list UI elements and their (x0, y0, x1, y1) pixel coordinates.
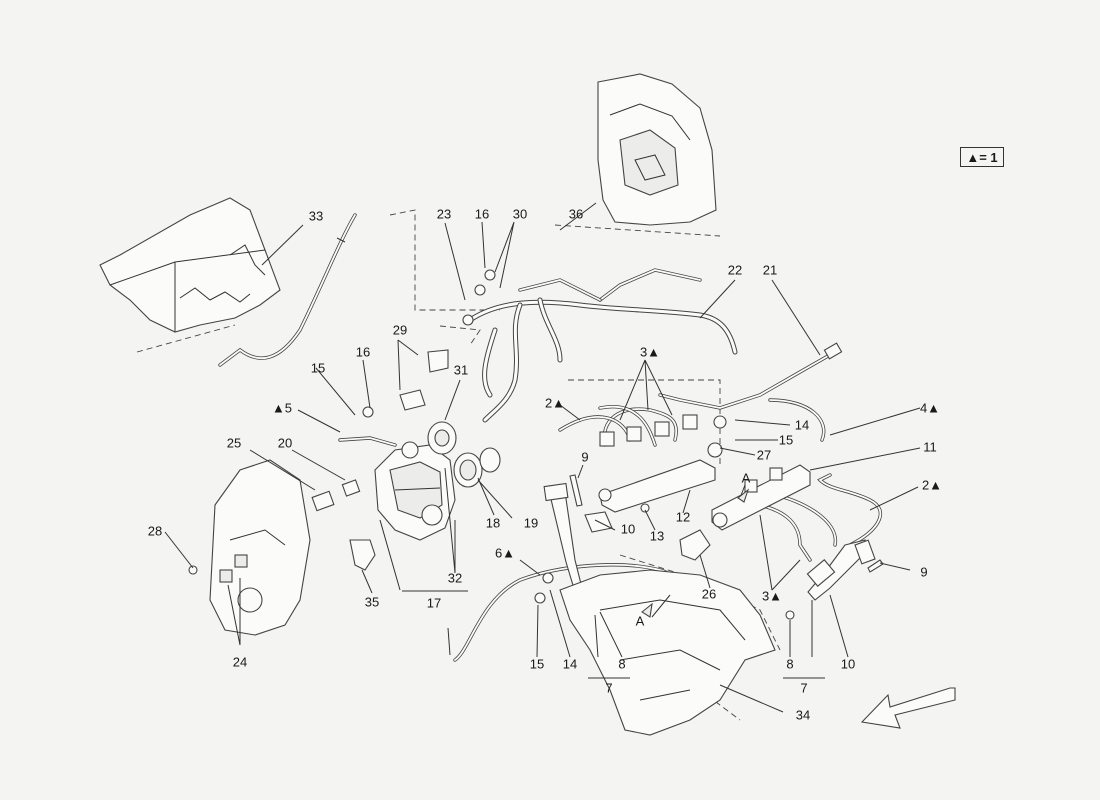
callout-23: 23 (436, 206, 452, 222)
callout-27: 27 (756, 447, 772, 463)
callout-9-right: 9 (920, 564, 928, 580)
callout-10-right: 10 (840, 656, 856, 672)
callout-21: 21 (762, 262, 778, 278)
callout-14-bottom: 14 (562, 656, 578, 672)
callout-9-left: 9 (581, 449, 589, 465)
callout-12: 12 (675, 509, 691, 525)
callout-13: 13 (649, 528, 665, 544)
callout-34: 34 (795, 707, 811, 723)
callout-16-mid: 16 (355, 344, 371, 360)
fuel-rail-part-12 (598, 414, 723, 513)
callout-11: 11 (923, 439, 937, 455)
callout-20: 20 (277, 435, 293, 451)
callout-22: 22 (727, 262, 743, 278)
callout-15-bottom: 15 (529, 656, 545, 672)
callout-8-left: 8 (618, 656, 626, 672)
fuel-rail-part-11 (711, 415, 811, 531)
callout-7-right: 7 (800, 680, 808, 696)
callout-10-left: 10 (620, 521, 636, 537)
arrow-down-left-icon (860, 687, 956, 729)
callout-26: 26 (701, 586, 717, 602)
callout-30: 30 (512, 206, 528, 222)
callout-16-top: 16 (474, 206, 490, 222)
callout-32: 32 (447, 570, 463, 586)
cover-part-36 (597, 73, 717, 226)
callout-31: 31 (453, 362, 469, 378)
callout-24: 24 (232, 654, 248, 670)
callout-33: 33 (308, 208, 324, 224)
legend-box: ▲= 1 (960, 147, 1004, 167)
gear-part-31 (427, 421, 457, 455)
callout-17: 17 (426, 595, 442, 611)
callout-2-right: 2▲ (921, 477, 943, 493)
callout-15-left: 15 (310, 360, 326, 376)
callout-25: 25 (226, 435, 242, 451)
callout-A-right: A (741, 470, 751, 486)
leader-lines (164, 202, 921, 713)
callout-14-right: 14 (794, 417, 810, 433)
callout-7-left: 7 (605, 680, 613, 696)
callout-6: 6▲ (494, 545, 516, 561)
callout-29: 29 (392, 322, 408, 338)
callout-36: 36 (568, 206, 584, 222)
engine-cover-part-33 (99, 197, 281, 333)
callout-18: 18 (485, 515, 501, 531)
callout-3-upper: 3▲ (639, 344, 661, 360)
legend-text: ▲= 1 (966, 149, 998, 165)
group-brackets (402, 590, 825, 679)
ring-part-18 (453, 447, 501, 488)
callout-A-left: A (635, 613, 645, 629)
callout-3-lower: 3▲ (761, 588, 783, 604)
injector-part-7-right (806, 539, 876, 601)
callout-5: ▲5 (271, 400, 293, 416)
callout-19: 19 (523, 515, 539, 531)
callout-28: 28 (147, 523, 163, 539)
housing-part-24 (209, 459, 311, 636)
callout-15-right: 15 (778, 432, 794, 448)
lower-block-part-34 (559, 569, 776, 736)
callout-2-upper: 2▲ (544, 395, 566, 411)
callout-35: 35 (364, 594, 380, 610)
callout-8-right: 8 (786, 656, 794, 672)
fuel-pump-part-17 (374, 441, 456, 541)
callout-4: 4▲ (919, 400, 941, 416)
